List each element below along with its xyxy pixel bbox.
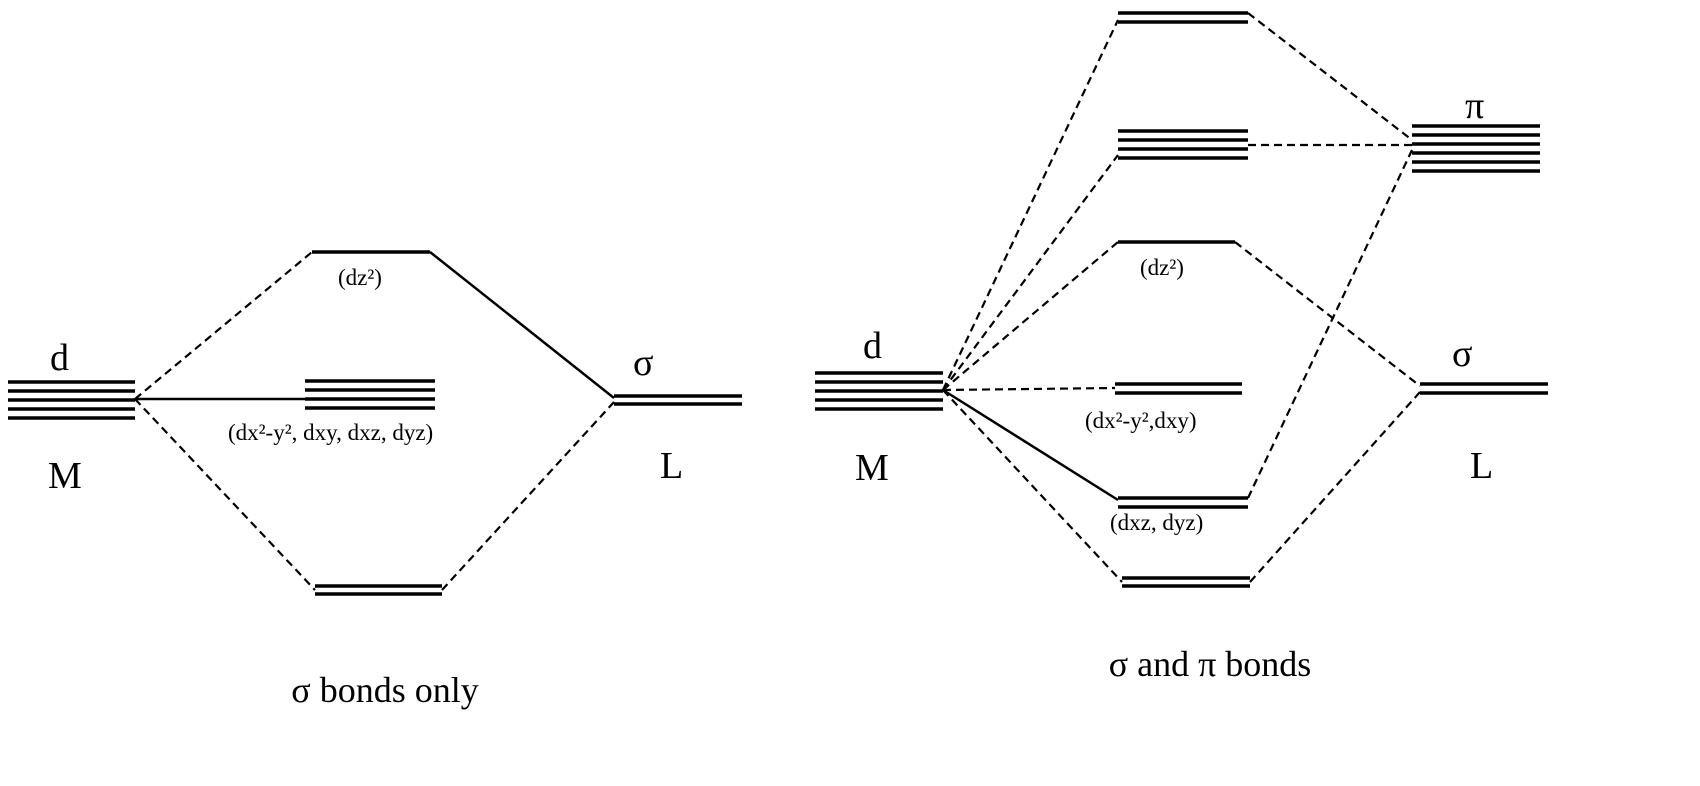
- pi-level-label: (dxz, dyz): [1110, 510, 1203, 535]
- metal-orbital-label: d: [863, 325, 882, 367]
- ligand-sigma-label: σ: [633, 342, 653, 384]
- correlation-lines: [942, 12, 1421, 583]
- ligand-sigma-levels: [1420, 382, 1548, 395]
- metal-orbital-label: d: [50, 337, 69, 379]
- metal-label: M: [48, 455, 82, 497]
- right-diagram-title: σ and π bonds: [1109, 644, 1312, 684]
- nonbonding-levels: [305, 379, 435, 410]
- nonbonding-levels: [1115, 382, 1242, 395]
- nonbonding-label: (dx²-y², dxy, dxz, dyz): [228, 420, 433, 445]
- pi-bonding-levels: [1118, 496, 1248, 509]
- metal-d-levels: [815, 371, 943, 411]
- top-antibonding-level: [1118, 11, 1248, 24]
- ligand-sigma-levels: [614, 394, 742, 406]
- dz2-label: (dz²): [338, 265, 382, 290]
- ligand-sigma-label: σ: [1452, 333, 1472, 375]
- nonbonding-label: (dx²-y²,dxy): [1085, 408, 1197, 433]
- sigma-only-diagram: d M (dz²) (dx²-y², dxy, dxz, dyz) σ L: [8, 250, 742, 710]
- ligand-pi-levels: [1412, 124, 1540, 173]
- ligand-label: L: [660, 445, 683, 487]
- metal-label: M: [855, 447, 889, 489]
- metal-d-levels: [8, 380, 135, 420]
- sigma-pi-diagram: d M π (dz²) (dx²-y²,dxy): [815, 11, 1548, 684]
- bonding-level: [315, 584, 442, 596]
- correlation-lines: [134, 251, 615, 591]
- ligand-label: L: [1470, 445, 1493, 487]
- dz2-label: (dz²): [1140, 255, 1184, 280]
- ligand-pi-label: π: [1465, 85, 1484, 127]
- pi-antibonding-levels: [1118, 129, 1248, 160]
- bonding-level: [1122, 576, 1250, 588]
- left-diagram-title: σ bonds only: [291, 670, 478, 710]
